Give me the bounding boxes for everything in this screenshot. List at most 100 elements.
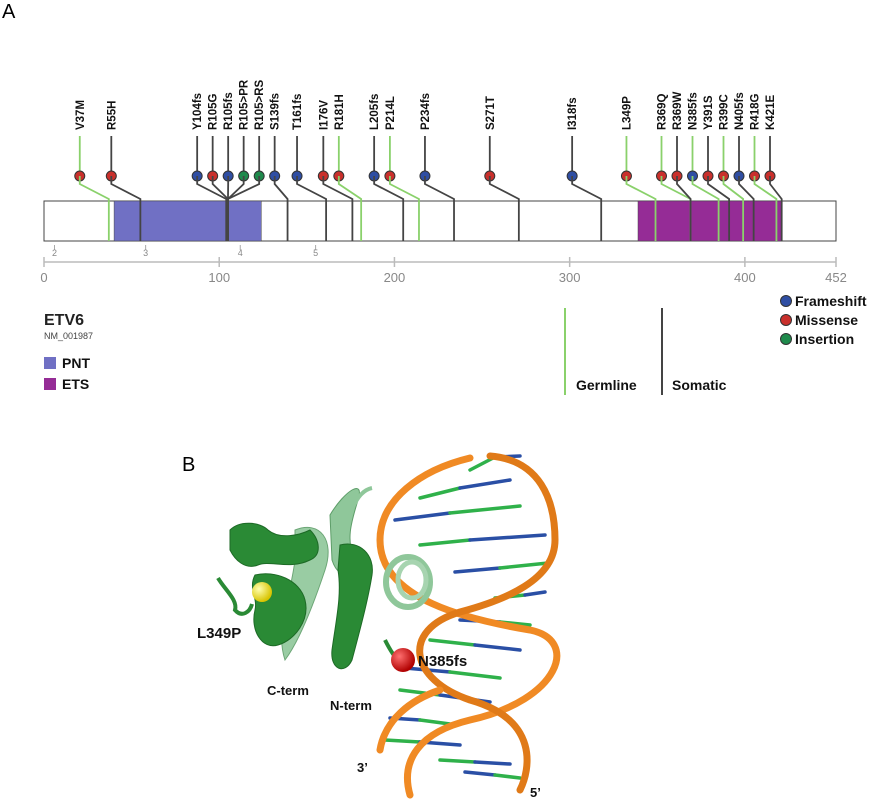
type-legend: Frameshift Missense Insertion <box>780 293 867 347</box>
mutation-connector-i176v <box>322 176 354 241</box>
mutation-label-r105-pr: R105>PR <box>239 79 251 130</box>
mutation-label-r181h: R181H <box>334 94 346 130</box>
mutation-label-s271t: S271T <box>485 96 497 130</box>
mutation-connector-p214l <box>389 176 420 241</box>
exon-label-4: 4 <box>238 248 243 258</box>
protein-axis: 0 100 200 300 400 452 <box>40 257 847 285</box>
mutation-connector-i318fs <box>571 176 603 241</box>
mutation-connector-r181h <box>337 176 363 241</box>
panel-b-letter: B <box>182 454 195 476</box>
mutation-connector-p234fs <box>424 176 455 241</box>
mutation-label-l205fs: L205fs <box>369 94 381 130</box>
dna-strand-2 <box>416 452 559 794</box>
mutation-label-r105g: R105G <box>208 94 220 130</box>
mutation-stems-lower <box>78 176 783 241</box>
mutation-label-i176v: I176V <box>318 100 330 130</box>
mutation-connector-t161fs <box>296 176 328 241</box>
mutation-connector-v37m <box>78 176 110 241</box>
panel-a-letter: A <box>2 1 16 23</box>
loop-1 <box>216 576 254 616</box>
mutation-connector-r399c <box>722 176 745 241</box>
mutation-connector-l205fs <box>373 176 405 241</box>
germline-legend-label: Germline <box>576 377 637 393</box>
mutation-label-y391s: Y391S <box>703 95 715 130</box>
mutation-label-k421e: K421E <box>765 95 777 130</box>
mutation-connector-y391s <box>707 176 731 241</box>
mutation-label-r105-rs: R105>RS <box>254 79 266 130</box>
mutation-label-r369w: R369W <box>672 92 684 130</box>
recognition-helix-coil-1 <box>383 554 433 610</box>
axis-tick-label-200: 200 <box>384 270 406 285</box>
domain-legend: PNT ETS <box>44 355 90 392</box>
helix-1 <box>229 522 319 567</box>
l349p-residue-atom <box>252 582 272 602</box>
mutation-label-l349p: L349P <box>621 96 633 130</box>
frameshift-legend-dot <box>780 295 792 307</box>
c-term-label: C-term <box>267 683 309 698</box>
domain-pnt <box>113 200 262 242</box>
somatic-legend-label: Somatic <box>672 377 727 393</box>
domain-legend-swatch-pnt <box>44 357 56 369</box>
mutation-label-r369q: R369Q <box>657 94 669 130</box>
exon-label-3: 3 <box>143 248 148 258</box>
l349p-label: L349P <box>197 625 241 642</box>
mutation-label-n385fs: N385fs <box>688 92 700 130</box>
three-prime-label: 3’ <box>357 760 368 775</box>
axis-tick-label-452: 452 <box>825 270 847 285</box>
n385fs-residue-atom <box>391 648 415 672</box>
mutation-label-p214l: P214L <box>385 96 397 130</box>
mutation-connector-s271t <box>488 176 520 241</box>
domain-legend-swatch-ets <box>44 378 56 390</box>
origin-legend: Germline Somatic <box>564 308 727 395</box>
mutation-connector-s139fs <box>273 176 289 241</box>
recognition-helix-coil-2 <box>395 559 429 601</box>
loop-2 <box>348 486 373 516</box>
insertion-legend-label: Insertion <box>795 331 854 347</box>
exon-label-2: 2 <box>52 248 57 258</box>
missense-legend-dot <box>780 314 792 326</box>
axis-tick-label-400: 400 <box>734 270 756 285</box>
axis-tick-label-100: 100 <box>208 270 230 285</box>
frameshift-legend-label: Frameshift <box>795 293 867 309</box>
five-prime-label: 5’ <box>530 785 541 800</box>
gene-name: ETV6 <box>44 312 84 329</box>
mutation-connector-r55h <box>110 176 142 241</box>
dna-strand-3prime-end <box>376 686 444 754</box>
panel-b: B <box>182 452 561 800</box>
mutation-label-v37m: V37M <box>75 100 87 130</box>
n-term-label: N-term <box>330 698 372 713</box>
mutation-connector-r105-rs <box>227 176 261 241</box>
domains <box>113 200 782 242</box>
mutation-connector-k421e <box>769 176 783 241</box>
gene-accession: NM_001987 <box>44 331 93 341</box>
mutation-label-r399c: R399C <box>719 94 731 130</box>
mutation-label-n405fs: N405fs <box>734 92 746 130</box>
mutation-connector-l349p <box>625 176 657 241</box>
mutation-label-s139fs: S139fs <box>270 93 282 130</box>
mutation-label-r55h: R55H <box>106 101 118 130</box>
mutation-label-r105fs: R105fs <box>223 92 235 130</box>
mutation-label-t161fs: T161fs <box>292 94 304 130</box>
n385fs-label: N385fs <box>418 653 467 670</box>
mutation-connector-r369w <box>676 176 692 241</box>
mutation-label-p234fs: P234fs <box>420 93 432 130</box>
etv6-ets-domain-structure <box>216 486 433 672</box>
dna-strand-1 <box>376 454 561 799</box>
mutation-connector-r418g <box>753 176 778 241</box>
mutation-connector-y104fs <box>196 176 228 241</box>
insertion-legend-dot <box>780 333 792 345</box>
axis-tick-label-0: 0 <box>40 270 47 285</box>
mutation-label-y104fs: Y104fs <box>192 93 204 130</box>
domain-ets <box>637 200 782 242</box>
missense-legend-label: Missense <box>795 312 858 328</box>
axis-tick-label-300: 300 <box>559 270 581 285</box>
mutation-label-i318fs: I318fs <box>567 97 579 130</box>
mutation-connector-n405fs <box>738 176 755 241</box>
helix-3 <box>331 543 373 670</box>
mutation-connector-n385fs <box>691 176 720 241</box>
mutation-label-r418g: R418G <box>750 94 762 130</box>
